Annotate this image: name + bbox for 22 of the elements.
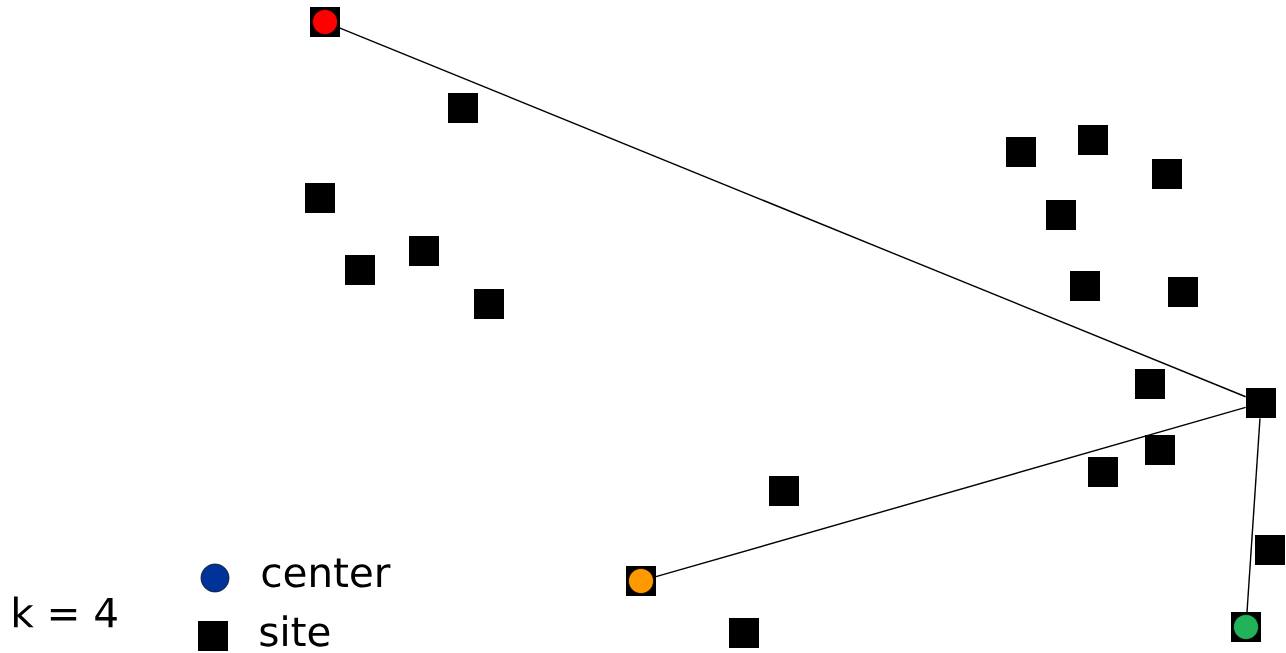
- legend-label: center: [262, 558, 391, 588]
- site-square: [1070, 271, 1100, 301]
- site-square: [1152, 159, 1182, 189]
- site-square: [1046, 200, 1076, 230]
- site-square: [305, 183, 335, 213]
- legend-label: site: [260, 615, 330, 647]
- site-square: [474, 289, 504, 319]
- site-square: [1255, 535, 1285, 565]
- site-square: [409, 236, 439, 266]
- site-square: [345, 255, 375, 285]
- site-square: [448, 93, 478, 123]
- site-square: [1078, 125, 1108, 155]
- site-square: [1135, 369, 1165, 399]
- site-square: [1168, 277, 1198, 307]
- site-square: [1145, 435, 1175, 465]
- site-square: [1006, 137, 1036, 167]
- parameter-label: k = 4: [14, 596, 117, 628]
- connector-line: [1246, 417, 1261, 615]
- site-square: [769, 476, 799, 506]
- site-square: [729, 618, 759, 648]
- site-square: [1246, 388, 1276, 418]
- site-square: [1088, 457, 1118, 487]
